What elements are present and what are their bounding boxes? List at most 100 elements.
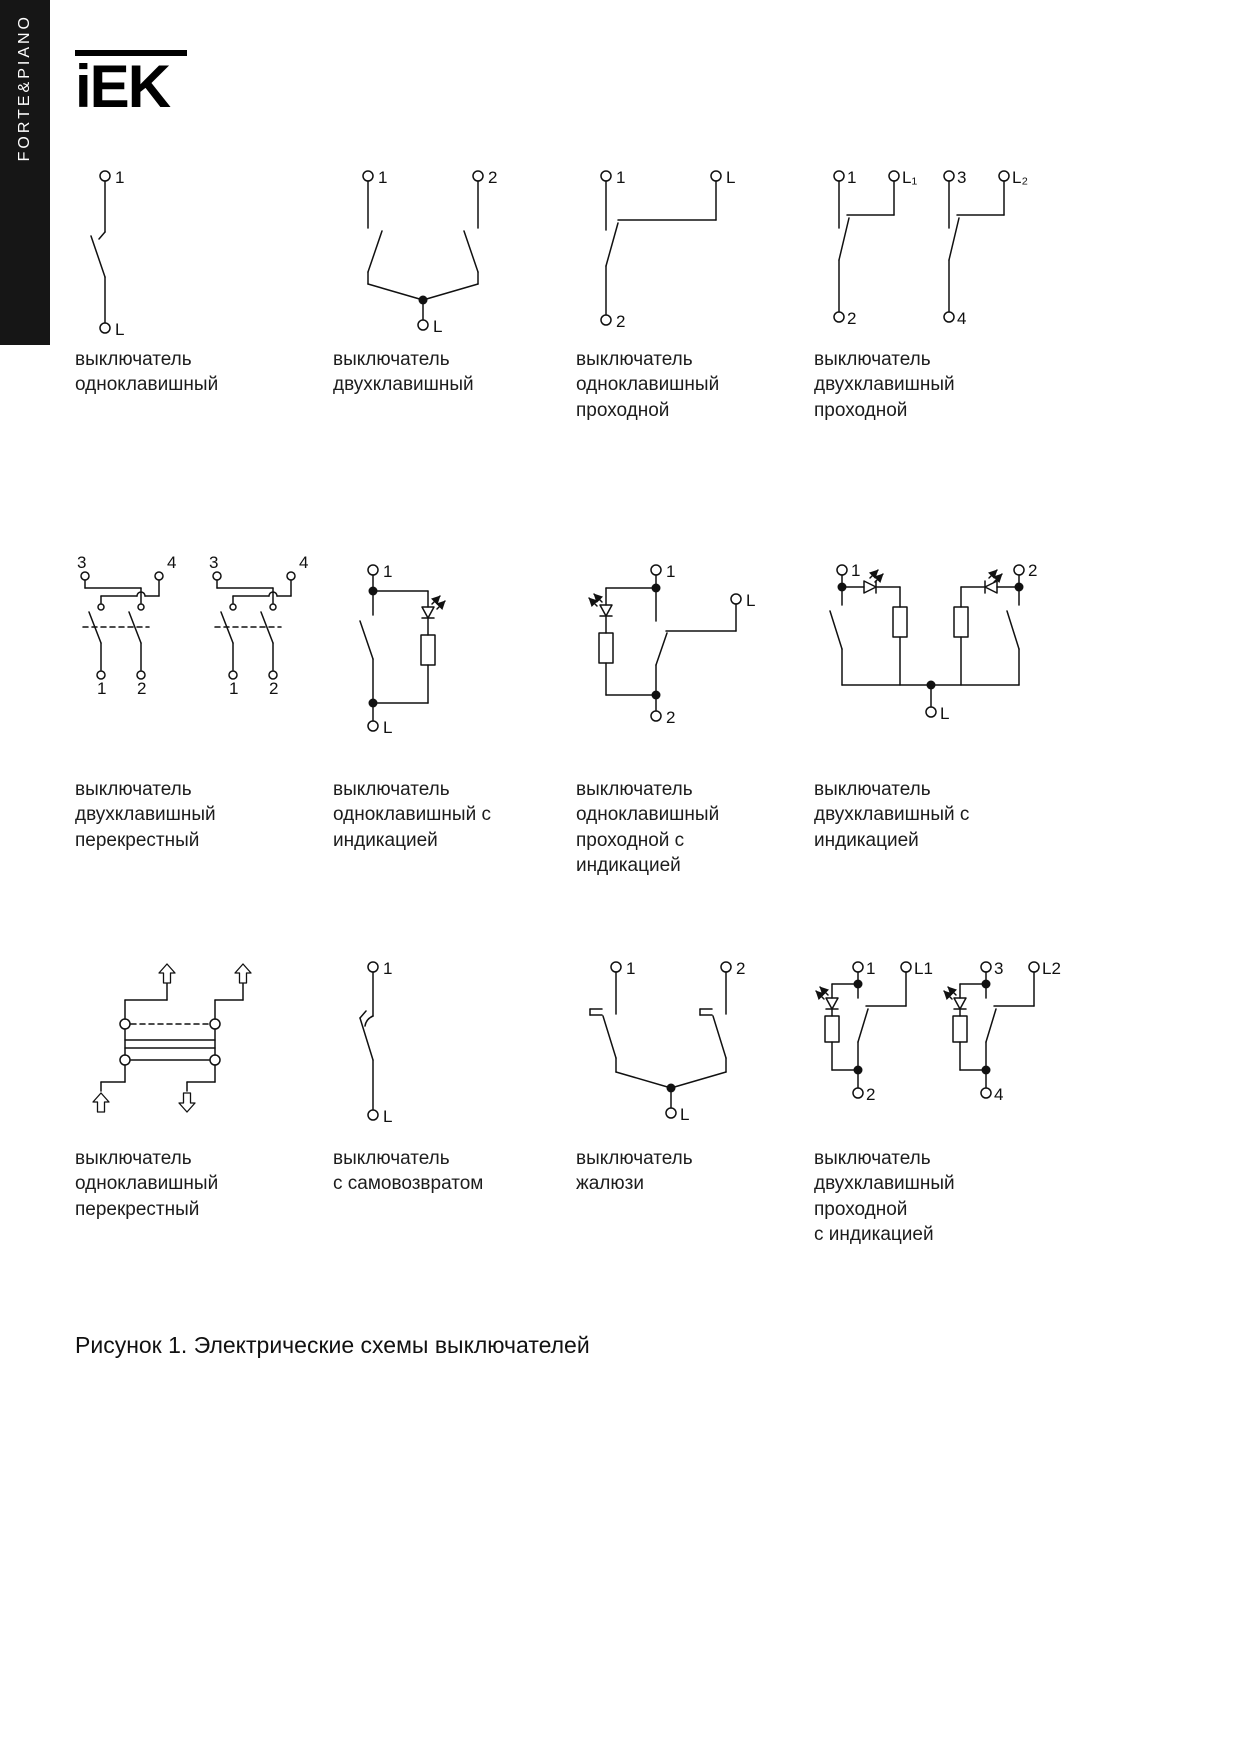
figure-cell-10: 1 L выключатель с самовозвратом xyxy=(333,952,576,1248)
schematic-switch-2gang-indicator: 1 2 xyxy=(829,561,1037,723)
terminal-label: L xyxy=(383,718,392,737)
schematic-switch-1gang: 1 L xyxy=(90,168,124,339)
terminal-label: 2 xyxy=(616,312,625,331)
led-icon xyxy=(953,997,967,1010)
terminal-label: 2 xyxy=(866,1085,875,1104)
spine-bar: FORTE&PIANO xyxy=(0,0,50,345)
terminal-label: 2 xyxy=(666,708,675,727)
terminal-label: 2 xyxy=(736,959,745,978)
terminal-label: L1 xyxy=(914,959,933,978)
terminal-label: 4 xyxy=(994,1085,1003,1104)
diagram-wrap: 1 L 2 xyxy=(576,160,814,345)
terminal-label: 4 xyxy=(167,555,176,572)
row-3: выключатель одноклавишный перекрестный 1… xyxy=(75,952,1117,1248)
diagram-wrap: 1 L xyxy=(333,555,576,775)
resistor-icon xyxy=(420,634,436,666)
arrow-up-icon xyxy=(158,963,176,984)
diagram-wrap xyxy=(75,952,333,1144)
led-icon xyxy=(984,580,998,594)
terminal-label: L2 xyxy=(1042,959,1061,978)
figure-cell-12: 1 L1 2 xyxy=(814,952,1117,1248)
diagram-wrap: 1 2 xyxy=(576,952,814,1144)
figure-caption: выключатель одноклавишный проходной xyxy=(576,349,720,421)
led-icon xyxy=(421,606,435,619)
terminal-label: L xyxy=(726,168,735,187)
terminal-label: 4 xyxy=(299,555,308,572)
schematic-switch-2way-indicator: 1 L 2 xyxy=(588,562,755,727)
spine-text: FORTE&PIANO xyxy=(16,14,33,162)
row-2: 3 4 xyxy=(75,553,1117,879)
terminal-label: 1 xyxy=(229,679,238,698)
terminal-label: 2 xyxy=(847,309,856,328)
diagram-wrap: 1 L1 2 xyxy=(814,952,1117,1144)
terminal-label: L xyxy=(433,317,442,336)
terminal-label: 2 xyxy=(269,679,278,698)
resistor-icon xyxy=(892,606,908,638)
terminal-label: L₁ xyxy=(902,168,917,187)
resistor-icon xyxy=(598,632,614,664)
figure-caption: выключатель двухклавишный перекрестный xyxy=(75,779,216,851)
diagram-wrap: 3 4 xyxy=(75,553,333,775)
arrow-down-icon xyxy=(178,1092,196,1113)
led-icon xyxy=(599,604,613,617)
resistor-icon xyxy=(824,1015,840,1043)
terminal-label: 1 xyxy=(847,168,856,187)
figure-caption: выключатель с самовозвратом xyxy=(333,1148,484,1195)
schematic-switch-2gang-cross: 3 4 xyxy=(77,553,308,698)
terminal-label: L xyxy=(680,1105,689,1124)
figure-caption: выключатель двухклавишный с индикацией xyxy=(814,779,970,851)
terminal-label: 1 xyxy=(851,561,860,580)
figure-cell-1: 1 L выключатель одноклавишный xyxy=(75,160,333,423)
brand-text: iEK xyxy=(75,53,171,120)
terminal-label: 2 xyxy=(1028,561,1037,580)
schematic-switch-2gang-2way: 1 L₁ 2 3 L₂ xyxy=(833,168,1028,328)
terminal-label: 1 xyxy=(666,562,675,581)
schematic-switch-2gang: 1 2 L xyxy=(362,168,497,336)
figure-cell-5: 3 4 xyxy=(75,553,333,879)
diagram-wrap: 1 2 L xyxy=(333,160,576,345)
terminal-label: 3 xyxy=(994,959,1003,978)
schematic-switch-1gang-2way: 1 L 2 xyxy=(600,168,735,331)
diagram-wrap: 1 L xyxy=(333,952,576,1144)
figure-cell-4: 1 L₁ 2 3 L₂ xyxy=(814,160,1117,423)
figure-caption: выключатель одноклавишный проходной с ин… xyxy=(576,779,720,877)
led-icon xyxy=(825,997,839,1010)
terminal-label: L xyxy=(115,320,124,339)
figure-caption: выключатель двухклавишный проходной с ин… xyxy=(814,1148,955,1246)
terminal-label: 1 xyxy=(115,168,124,187)
resistor-icon xyxy=(953,606,969,638)
figure-caption: выключатель двухклавишный проходной xyxy=(814,349,955,421)
figure-cell-3: 1 L 2 выключатель одноклавишный проходно… xyxy=(576,160,814,423)
terminal-label: 1 xyxy=(383,959,392,978)
terminal-label: 3 xyxy=(957,168,966,187)
arrow-up-icon xyxy=(234,963,252,984)
diagram-wrap: 1 L xyxy=(75,160,333,345)
figure-caption: выключатель одноклавишный с индикацией xyxy=(333,779,491,851)
resistor-icon xyxy=(952,1015,968,1043)
diagram-wrap: 1 2 xyxy=(814,555,1117,775)
figure-caption: выключатель одноклавишный xyxy=(75,349,219,396)
schematic-switch-2gang-2way-indicator: 1 L1 2 xyxy=(815,959,1061,1104)
diagram-wrap: 1 L 2 xyxy=(576,555,814,775)
brand-logo: iEK xyxy=(75,50,187,117)
terminal-label: 2 xyxy=(488,168,497,187)
schematic-switch-1gang-cross xyxy=(92,963,252,1113)
arrow-up-icon xyxy=(92,1092,110,1113)
figure-cell-6: 1 L xyxy=(333,555,576,879)
figure-caption: выключатель жалюзи xyxy=(576,1148,693,1195)
figure-cell-11: 1 2 xyxy=(576,952,814,1248)
figure-cell-2: 1 2 L выключатель двухклав xyxy=(333,160,576,423)
terminal-label: L₂ xyxy=(1012,168,1028,187)
terminal-label: 3 xyxy=(77,555,86,572)
figure-cell-8: 1 2 xyxy=(814,555,1117,879)
schematic-switch-1gang-indicator: 1 L xyxy=(359,562,446,737)
terminal-label: 4 xyxy=(957,309,966,328)
terminal-label: L xyxy=(383,1107,392,1126)
terminal-label: L xyxy=(940,704,949,723)
terminal-label: 1 xyxy=(97,679,106,698)
figure-1-caption: Рисунок 1. Электрические схемы выключате… xyxy=(75,1332,590,1358)
figure-cell-9: выключатель одноклавишный перекрестный xyxy=(75,952,333,1248)
figure-caption: выключатель одноклавишный перекрестный xyxy=(75,1148,219,1220)
terminal-label: 2 xyxy=(137,679,146,698)
figure-caption: выключатель двухклавишный xyxy=(333,349,474,396)
